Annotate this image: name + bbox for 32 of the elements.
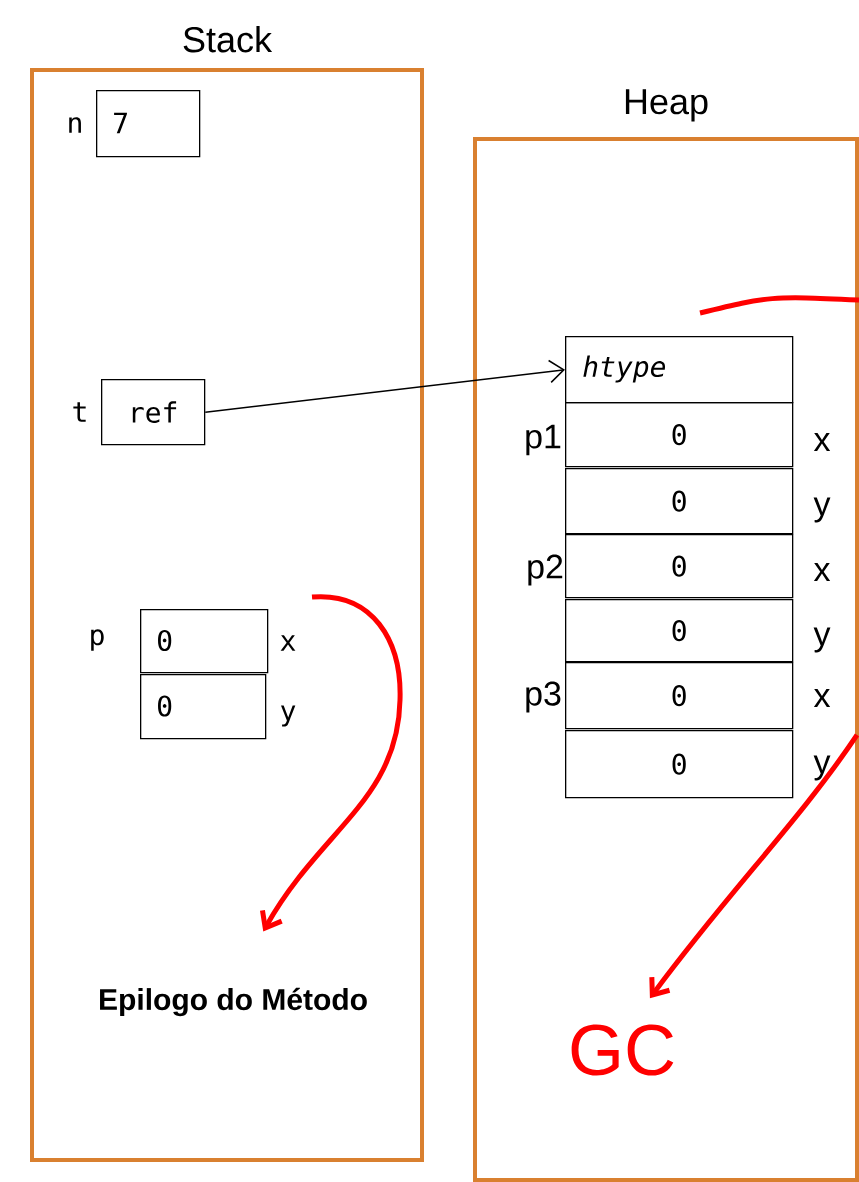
memory-cell: 7 — [96, 90, 201, 158]
variable-label: t — [73, 402, 86, 422]
variable-label: y — [813, 627, 831, 653]
variable-label: x — [280, 635, 296, 651]
variable-label: p1 — [526, 424, 561, 456]
memory-cell: 0 — [565, 468, 794, 535]
arrow — [649, 733, 859, 999]
memory-cell: 0 — [565, 599, 794, 663]
node-label: Stack — [183, 26, 273, 53]
memory-cell: 0 — [140, 609, 269, 674]
variable-label: y — [281, 705, 296, 727]
variable-label: y — [813, 755, 831, 781]
caption-text: Epilogo do Método — [100, 987, 367, 1017]
variable-label: p2 — [528, 554, 563, 586]
memory-cell: htype — [565, 336, 794, 404]
memory-cell: 0 — [565, 534, 794, 599]
variable-label: x — [813, 563, 831, 581]
handwritten-text: GC — [571, 1024, 674, 1076]
arrow — [204, 359, 565, 413]
memory-cell: ref — [101, 379, 206, 446]
variable-label: n — [69, 117, 81, 133]
variable-label: x — [813, 433, 831, 451]
arrow — [260, 594, 403, 932]
variable-label: p3 — [526, 681, 561, 713]
memory-cell: 0 — [565, 730, 794, 799]
memory-cell: 0 — [140, 674, 267, 740]
memory-cell: 0 — [565, 402, 794, 468]
memory-cell: 0 — [565, 662, 794, 730]
node-label: Heap — [625, 89, 708, 122]
variable-label: p — [91, 629, 104, 651]
variable-label: x — [813, 689, 831, 707]
variable-label: y — [813, 497, 831, 523]
